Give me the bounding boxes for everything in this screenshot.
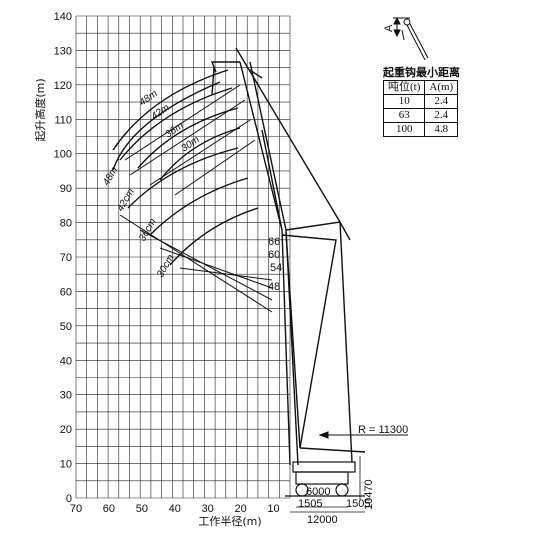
boom-label-48m-b: 48m	[101, 165, 120, 187]
table-row: 100 4.8	[382, 122, 459, 137]
table-cell: 2.4	[424, 108, 459, 123]
y-axis-label: 起升高度(m)	[33, 78, 47, 141]
dim-1505-right: 1505	[346, 498, 370, 510]
x-tick-label: 60	[103, 503, 115, 515]
x-tick-label: 50	[136, 503, 148, 515]
x-tick-label: 40	[169, 503, 181, 515]
table-cell: 100	[382, 122, 426, 137]
boom-arcs	[112, 69, 259, 266]
y-tick-label: 0	[66, 493, 72, 505]
boom-label-42cm: 42cm	[115, 187, 137, 214]
angle-label-48: 48	[268, 281, 280, 293]
arc-42m-upper	[119, 87, 233, 161]
y-tick-label: 40	[60, 355, 72, 367]
y-tick-label: 90	[60, 183, 72, 195]
radius-arrow	[318, 431, 408, 439]
y-tick-label: 50	[60, 321, 72, 333]
x-axis-label: 工作半径(m)	[198, 514, 261, 528]
dim-6000: 6000	[306, 486, 330, 498]
table-header-row: 吨位(t) A(m)	[382, 80, 459, 95]
table-row: 10 2.4	[382, 94, 459, 109]
dim-12000: 12000	[307, 514, 338, 526]
x-tick-labels: 70 60 50 40 30 20 10	[70, 503, 280, 515]
y-tick-label: 80	[60, 218, 72, 230]
y-tick-labels: 0 10 20 30 40 50 60 70 80 90 100 110 120 130 140	[54, 11, 72, 505]
y-tick-label: 70	[60, 252, 72, 264]
y-tick-label: 110	[54, 114, 72, 126]
jib-lines	[119, 84, 273, 313]
radius-label: R = 11300	[358, 424, 408, 436]
table-cell: 4.8	[424, 122, 459, 137]
x-tick-label: 30	[202, 503, 214, 515]
angle-label-66: 66	[268, 236, 280, 248]
table-row: 63 2.4	[382, 108, 459, 123]
x-tick-label: 20	[234, 503, 246, 515]
x-tick-label: 10	[267, 503, 279, 515]
y-tick-label: 20	[60, 424, 72, 436]
grid	[75, 15, 291, 499]
arc-48m-lower	[112, 81, 221, 171]
boom-label-36m-a: 36m	[163, 120, 185, 140]
dim-10470: 10470	[363, 479, 375, 510]
crane-base	[285, 456, 365, 513]
arc-42cm	[127, 147, 239, 209]
y-tick-label: 100	[54, 149, 72, 161]
hook-detail	[393, 16, 429, 61]
arc-30cm	[169, 207, 259, 266]
arc-36m-upper	[137, 107, 239, 169]
angle-label-60: 60	[268, 249, 280, 261]
arc-36cm	[149, 177, 249, 236]
table-header: 吨位(t)	[382, 80, 426, 95]
table-cell: 10	[382, 94, 426, 109]
y-tick-label: 120	[54, 80, 72, 92]
y-tick-label: 130	[54, 45, 72, 57]
y-tick-label: 60	[60, 286, 72, 298]
hook-distance-table: 吨位(t) A(m) 10 2.4 63 2.4 100 4.8	[382, 80, 459, 137]
y-tick-label: 10	[60, 459, 72, 471]
dim-1505-left: 1505	[298, 498, 322, 510]
hook-label: A	[383, 24, 395, 32]
table-cell: 2.4	[424, 94, 459, 109]
y-tick-label: 140	[54, 11, 72, 23]
y-tick-label: 30	[60, 390, 72, 402]
x-tick-label: 70	[70, 503, 82, 515]
table-cell: 63	[382, 108, 426, 123]
crane-structure	[210, 47, 366, 466]
arc-30m-upper	[159, 127, 241, 181]
arc-48m-upper	[112, 69, 229, 151]
table-title: 起重钩最小距离	[383, 66, 460, 79]
angle-label-54: 54	[270, 262, 282, 274]
table-header: A(m)	[424, 80, 459, 95]
